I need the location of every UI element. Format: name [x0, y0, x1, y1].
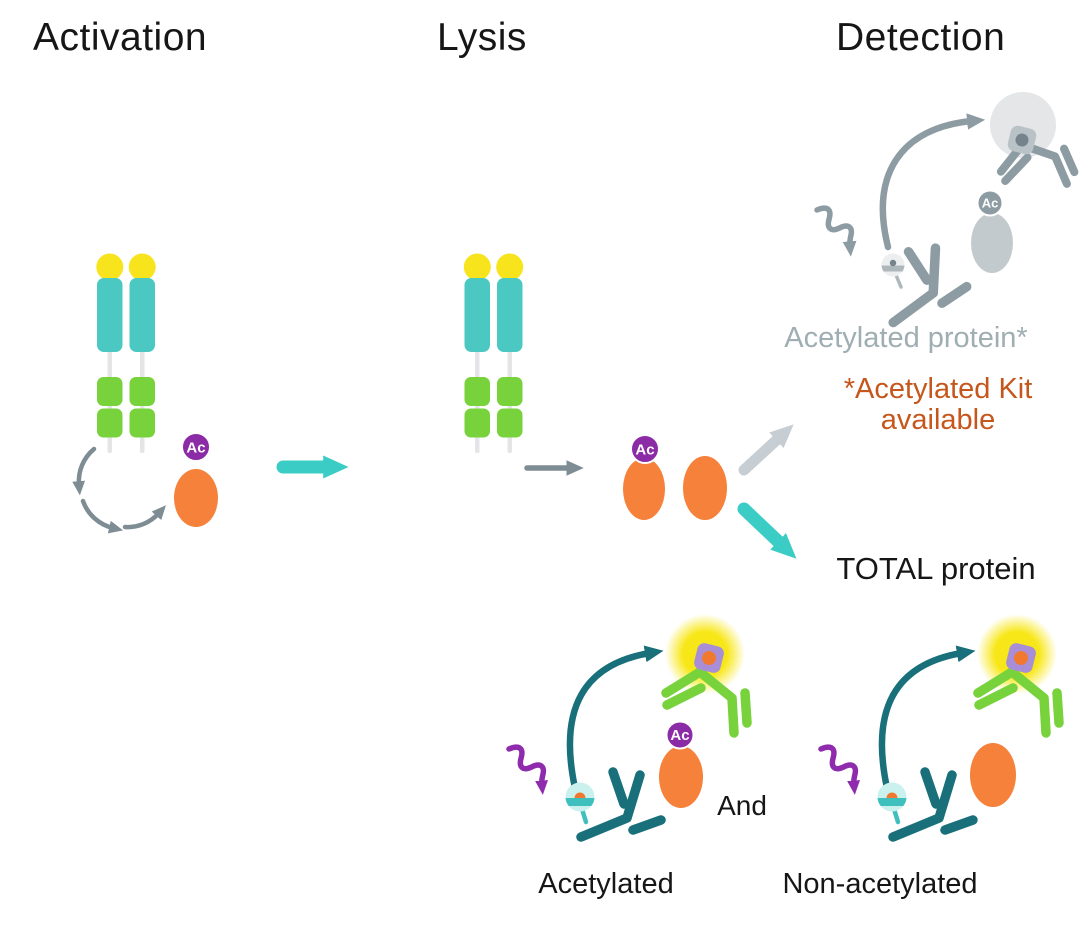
- ac-badge: Ac: [181, 432, 211, 462]
- excitation-light-icon: [817, 743, 863, 784]
- acetylated-protein-oval: [659, 746, 703, 808]
- acetylated-protein-assay-diagram: Ac: [813, 92, 1077, 323]
- donor-bead: [565, 782, 595, 825]
- donor-bead: [877, 782, 907, 825]
- acceptor-bead: [1007, 125, 1037, 155]
- fret-energy-transfer-arrow-icon: [566, 645, 664, 792]
- kit-availability-note: *Acetylated Kit available: [843, 373, 1033, 436]
- acetylated-protein-oval: [174, 469, 218, 527]
- non-acetylated-detection-diagram: [817, 614, 1059, 837]
- released-protein-oval: [683, 456, 727, 520]
- ac-badge: Ac: [976, 189, 1004, 217]
- acceptor-emission-glow: [990, 92, 1056, 158]
- fret-energy-transfer-arrow-icon: [879, 113, 986, 251]
- excitation-light-icon: [813, 204, 859, 245]
- acetylated-protein-label: Acetylated protein*: [784, 322, 1028, 354]
- donor-bead: [881, 253, 905, 289]
- receptor: [463, 253, 524, 453]
- and-caption: And: [717, 790, 767, 821]
- non-acetylated-protein-oval: [970, 743, 1016, 807]
- activation-cell: Ac: [8, 253, 262, 569]
- donor-antibody: [893, 772, 973, 837]
- ac-badge-label: Ac: [635, 442, 654, 459]
- stage-title-lysis: Lysis: [437, 16, 527, 59]
- acceptor-bead: [694, 643, 724, 673]
- lysed-membrane-bead-texture: [374, 359, 610, 573]
- released-acetylated-protein-oval: [623, 458, 665, 520]
- fret-energy-transfer-arrow-icon: [878, 645, 976, 792]
- acetylated-detection-diagram: Ac: [505, 614, 747, 837]
- ac-badge-label: Ac: [186, 440, 205, 457]
- ac-badge: Ac: [630, 434, 660, 464]
- acceptor-bead: [1006, 643, 1036, 673]
- fork-arrow-total-icon: [737, 502, 797, 559]
- donor-antibody: [877, 240, 970, 322]
- stage-title-activation: Activation: [33, 16, 208, 59]
- total-protein-label: TOTAL protein: [836, 551, 1036, 586]
- acceptor-antibody: [978, 672, 1059, 733]
- fork-arrow-acetylated-icon: [738, 424, 794, 476]
- stage-title-detection: Detection: [836, 16, 1006, 59]
- ac-badge: Ac: [665, 720, 695, 750]
- ac-badge-label: Ac: [982, 196, 999, 211]
- cell-membrane-bead-texture: [8, 357, 262, 569]
- excitation-light-icon: [505, 743, 551, 784]
- lysed-cell: Ac: [374, 253, 727, 573]
- non-acetylated-caption: Non-acetylated: [782, 868, 978, 900]
- ac-badge-label: Ac: [670, 727, 689, 744]
- acetylated-caption: Acetylated: [538, 868, 674, 900]
- signaling-cycle-arrows-icon: [72, 446, 166, 534]
- protein-oval: [971, 213, 1013, 273]
- activated-receptor: [96, 253, 156, 453]
